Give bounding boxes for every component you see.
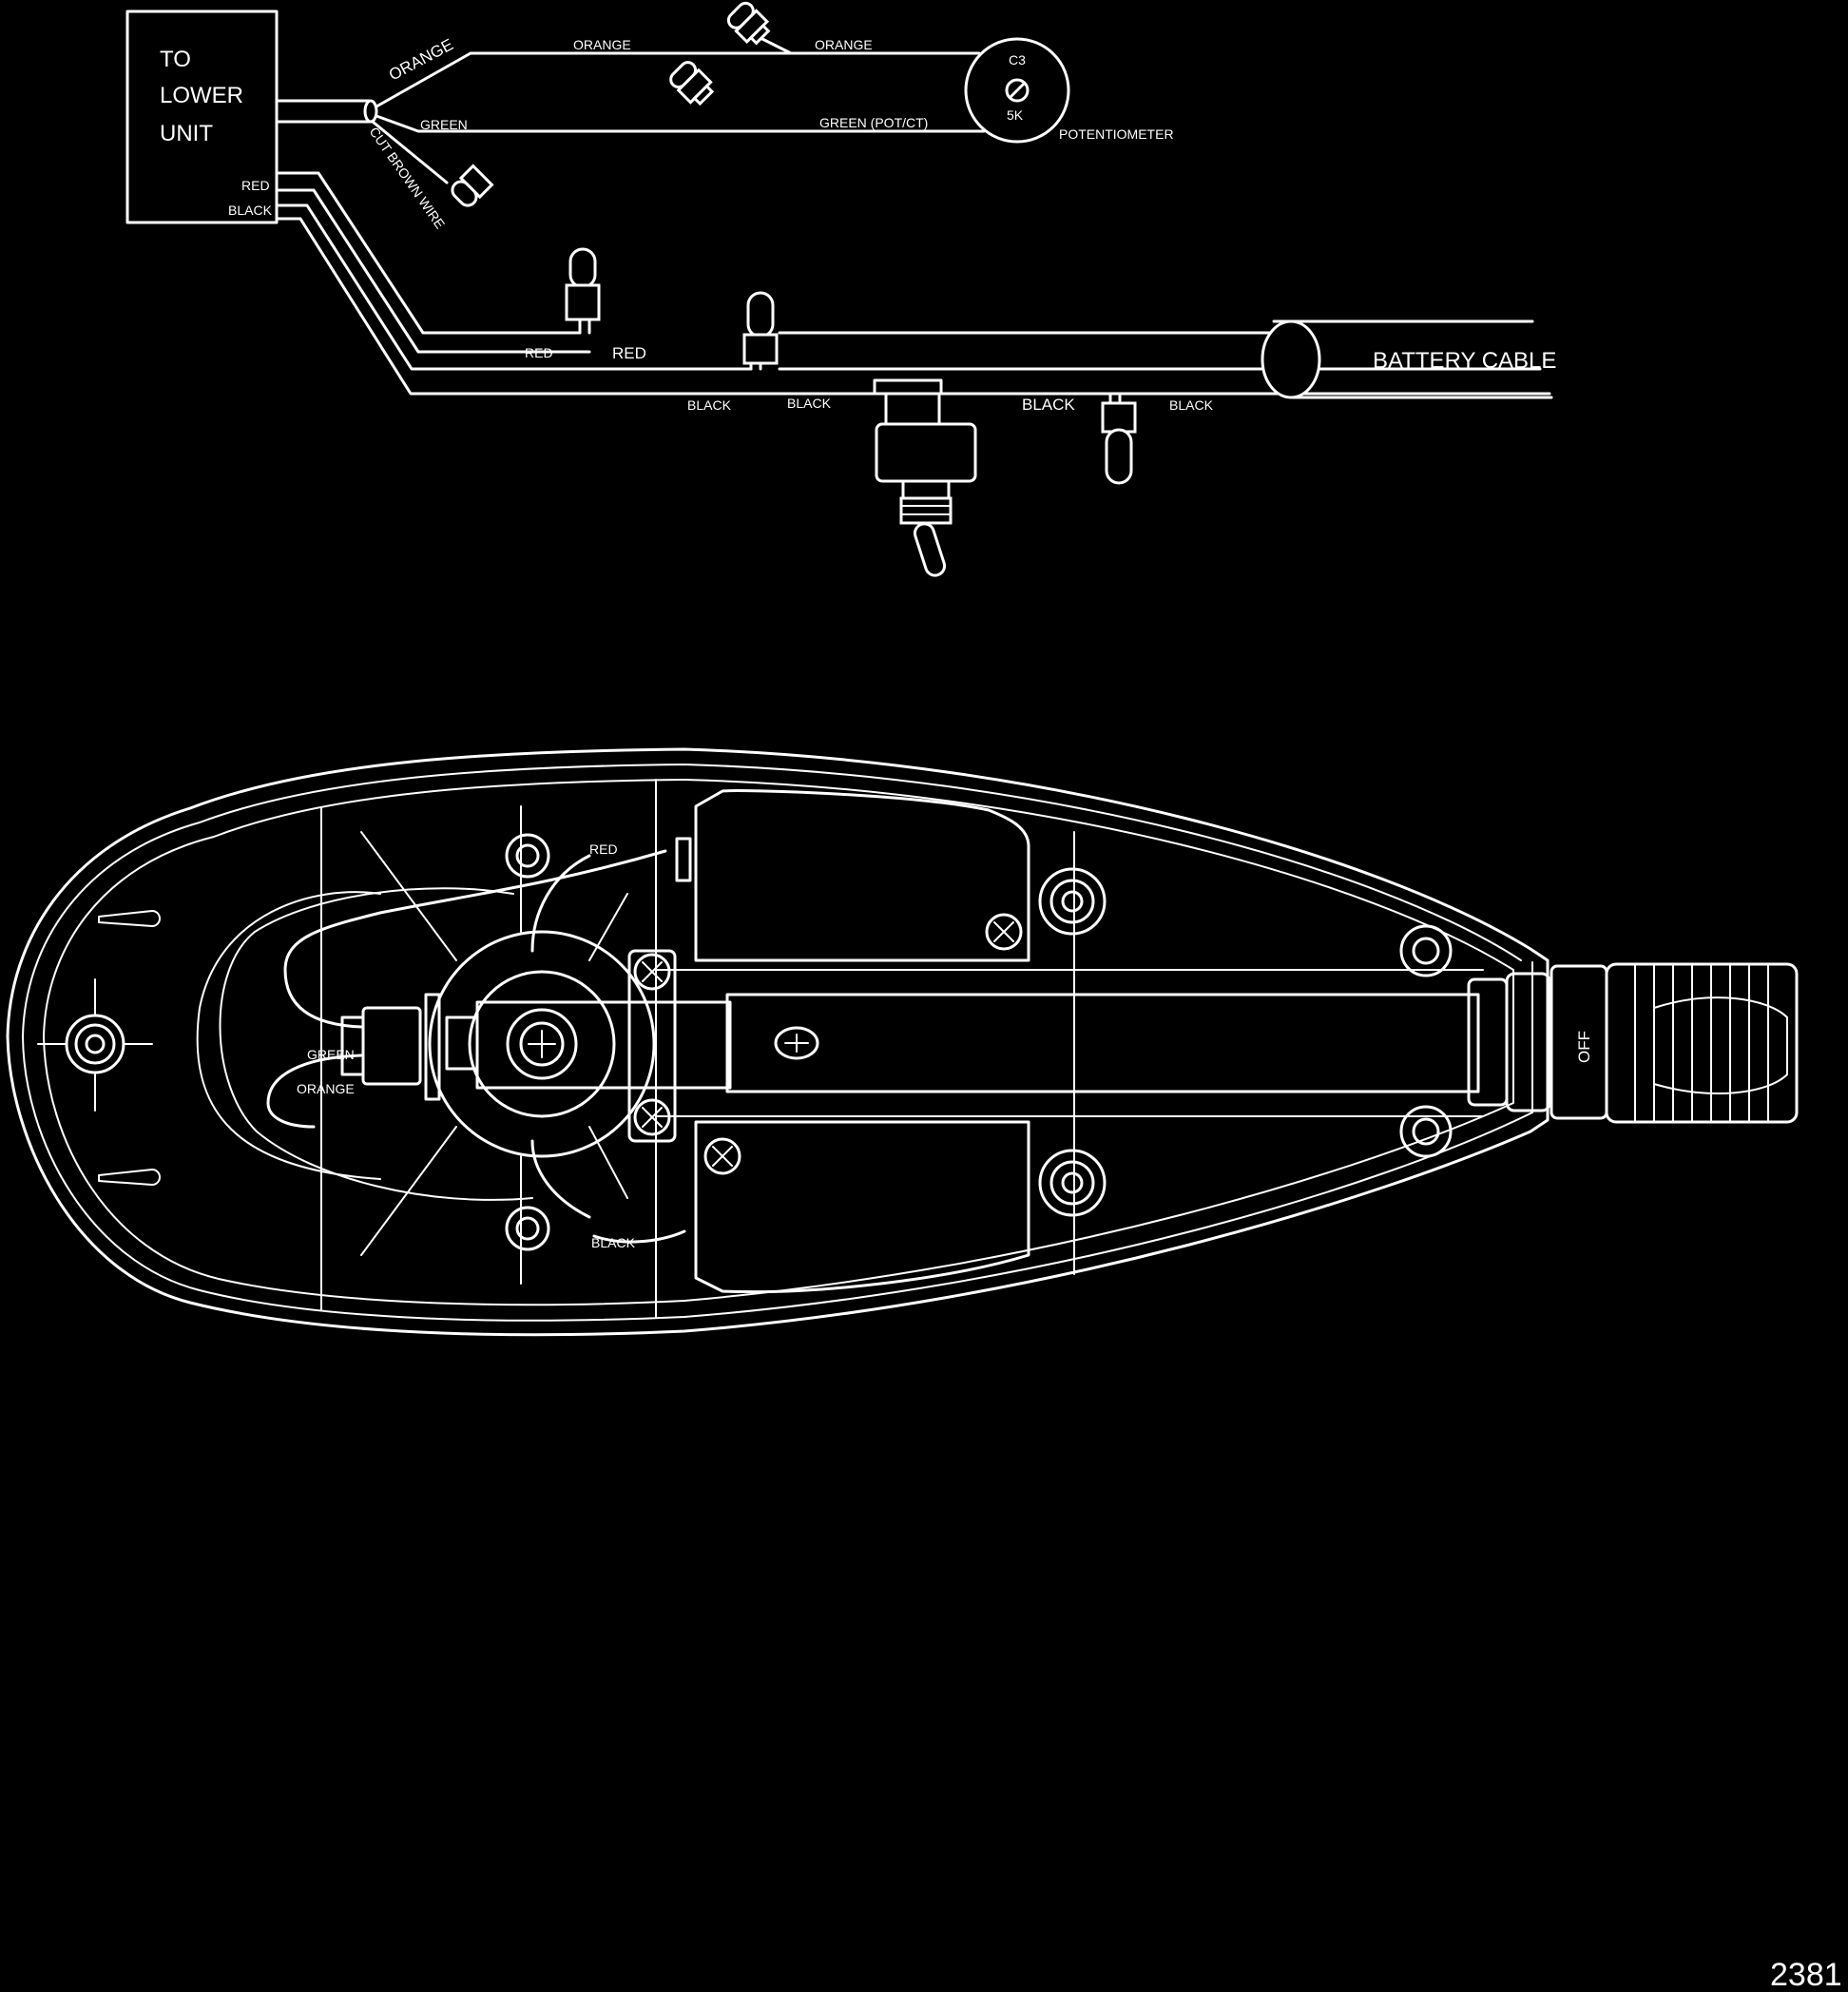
box-red-label: RED: [241, 178, 270, 193]
black-label-3: BLACK: [1022, 396, 1075, 414]
figure-number: 2381: [1770, 1957, 1842, 1992]
wire-nut-green: [669, 61, 715, 106]
wire-nut-black-2: [1101, 401, 1137, 485]
black-label-1: BLACK: [687, 397, 732, 413]
power-wires: RED RED BLACK BLACK BLACK BLACK: [275, 171, 1551, 424]
black-label-4: BLACK: [1169, 397, 1214, 413]
toggle-switch: [875, 422, 977, 577]
wire-nut-black-1: [742, 291, 779, 365]
wire-nut-orange: [726, 1, 771, 46]
housing-green-label: GREEN: [307, 1047, 355, 1062]
control-wires: ORANGE ORANGE ORANGE GREEN GREEN (POT/CT…: [275, 35, 986, 232]
orange-label-1: ORANGE: [386, 35, 456, 84]
potentiometer-label: POTENTIOMETER: [1059, 126, 1174, 142]
housing-black-label: BLACK: [591, 1235, 636, 1250]
housing-red-label: RED: [589, 841, 618, 857]
wire-nut-red: [565, 247, 601, 321]
pot-5k-label: 5K: [1007, 107, 1024, 123]
cut-brown-wire-label: CUT BROWN WIRE: [367, 125, 449, 232]
potentiometer: C3 5K POTENTIOMETER: [964, 37, 1174, 144]
wire-nut-brown: [451, 164, 494, 207]
orange-label-2: ORANGE: [573, 37, 631, 52]
lower-unit-label-1: TO: [160, 47, 191, 72]
lower-unit-label-3: UNIT: [160, 121, 213, 146]
orange-label-3: ORANGE: [815, 37, 873, 52]
battery-cable-label: BATTERY CABLE: [1373, 348, 1556, 374]
lower-unit-box: TO LOWER UNIT RED BLACK: [125, 10, 279, 224]
off-label: OFF: [1575, 1031, 1593, 1063]
pot-c3-label: C3: [1009, 52, 1026, 68]
control-housing: OFF: [6, 747, 1799, 1337]
green-label-1: GREEN: [420, 117, 468, 132]
red-label-1: RED: [525, 345, 553, 360]
green-pot-label: GREEN (POT/CT): [819, 115, 928, 130]
box-black-label: BLACK: [228, 203, 273, 218]
battery-cable: BATTERY CABLE: [1261, 319, 1556, 399]
lower-unit-label-2: LOWER: [160, 83, 243, 108]
red-label-2: RED: [612, 344, 646, 362]
housing-orange-label: ORANGE: [297, 1081, 355, 1096]
black-label-2: BLACK: [787, 396, 832, 411]
